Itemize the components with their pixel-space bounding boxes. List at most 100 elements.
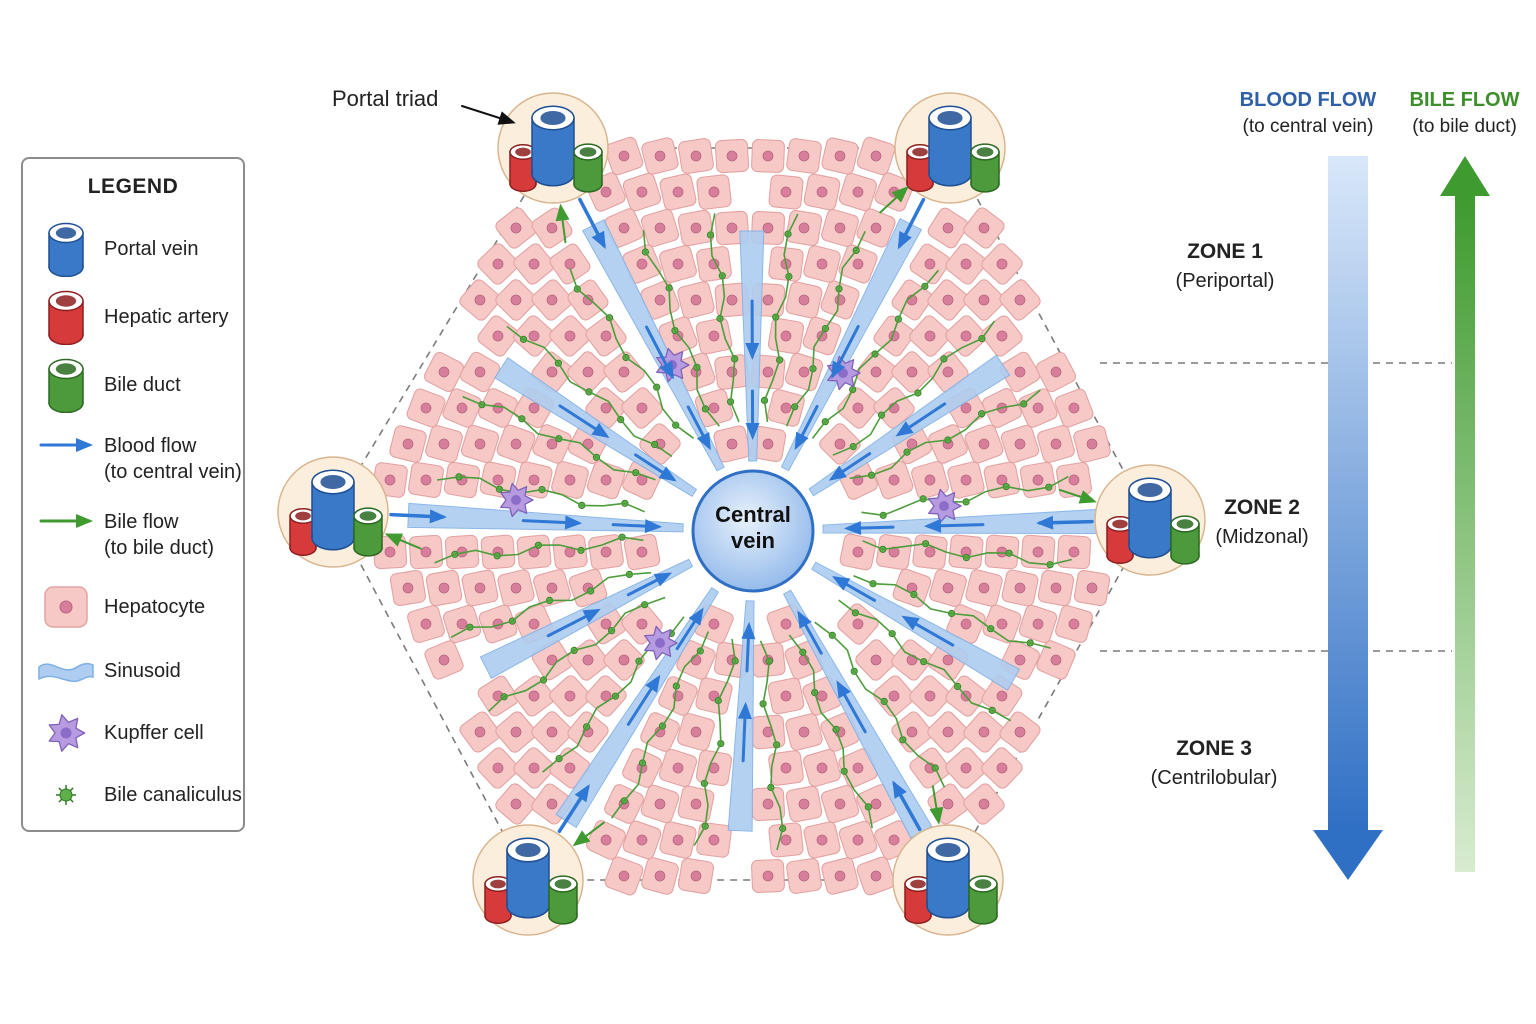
kupffer-cell-icon xyxy=(48,714,86,752)
hepatocyte xyxy=(425,425,463,463)
zone-divider-lines xyxy=(1100,362,1452,652)
hepatocyte xyxy=(983,461,1021,499)
hepatocyte xyxy=(622,820,662,860)
hepatocyte xyxy=(621,387,663,429)
hepatocyte-icon xyxy=(44,586,88,628)
portal-inflow-arrow xyxy=(389,509,447,524)
blood-flow-arrow xyxy=(558,404,610,438)
blood-flow-label: BLOOD FLOW (to central vein) xyxy=(1228,89,1388,138)
hepatocyte xyxy=(785,281,823,319)
hepatocyte xyxy=(856,856,896,896)
hepatocyte xyxy=(965,569,1003,607)
blood-flow-arrows xyxy=(521,299,985,763)
blood-flow-arrow xyxy=(634,453,677,482)
hepatocyte xyxy=(767,317,805,355)
hepatocyte xyxy=(963,711,1005,753)
bile-flow-subtitle: (to bile duct) xyxy=(1412,116,1517,137)
hepatocyte xyxy=(696,246,732,282)
hepatocyte xyxy=(948,534,984,570)
bile-duct xyxy=(548,875,578,925)
portal-triad xyxy=(277,456,447,568)
bile-duct-icon xyxy=(48,358,84,413)
hepatocyte xyxy=(480,534,516,570)
legend-item-blood-flow: Blood flow (to central vein) xyxy=(37,431,242,487)
zone-2-title: ZONE 2 xyxy=(1224,496,1300,519)
portal-triads xyxy=(277,92,1206,936)
hepatocyte xyxy=(803,821,841,859)
bile-duct xyxy=(353,507,383,557)
hepatocyte xyxy=(513,243,555,285)
hepatocyte xyxy=(603,351,645,393)
hepatocyte xyxy=(891,351,933,393)
bile-outflow-arrow xyxy=(572,821,605,847)
hepatocyte xyxy=(945,243,987,285)
hepatocyte xyxy=(1035,351,1077,393)
hepatocyte xyxy=(659,173,697,211)
hepatocyte xyxy=(549,243,591,285)
portal-triad-pointer xyxy=(461,105,516,125)
portal-vein xyxy=(311,469,355,551)
sinusoid-icon xyxy=(38,662,94,683)
hepatocyte xyxy=(713,425,751,463)
hepatocyte xyxy=(1018,604,1058,644)
hepatocyte xyxy=(513,675,555,717)
zone-3-label: ZONE 3 (Centrilobular) xyxy=(1124,737,1304,790)
hepatocyte xyxy=(586,460,626,500)
portal-triad xyxy=(879,92,1006,250)
bile-canaliculus xyxy=(849,389,1041,480)
hepatocyte-plates xyxy=(372,136,1111,896)
hepatocyte xyxy=(695,317,733,355)
portal-triad-pointer-arrow xyxy=(461,105,516,125)
legend-label-bile-flow: Bile flow (to bile duct) xyxy=(104,511,215,559)
zone-3-title: ZONE 3 xyxy=(1176,737,1252,760)
hepatocyte xyxy=(640,784,680,824)
hepatocyte xyxy=(784,352,824,392)
hepatocyte xyxy=(407,605,445,643)
portal-vein-icon xyxy=(48,222,84,277)
hepatocyte xyxy=(786,138,822,174)
hepatocyte xyxy=(1018,388,1058,428)
bile-canaliculus xyxy=(569,268,695,439)
portal-inflow-arrow xyxy=(892,780,922,832)
bile-canaliculus xyxy=(788,634,873,829)
bile-flow-arrow-icon xyxy=(39,514,93,528)
hepatocyte xyxy=(856,208,896,248)
flow-bars xyxy=(1313,156,1490,880)
bile-canaliculus xyxy=(450,571,652,639)
portal-inflow-arrow xyxy=(578,197,606,250)
hepatocyte xyxy=(659,245,697,283)
hepatocyte xyxy=(909,675,951,717)
hepatocyte xyxy=(641,857,679,895)
hepatocyte xyxy=(408,534,444,570)
bile-canaliculus xyxy=(811,269,940,439)
portal-inflow-arrow xyxy=(1036,515,1094,530)
blood-flow-subtitle: (to central vein) xyxy=(1242,116,1374,137)
bile-duct xyxy=(970,143,1000,193)
hepatocyte xyxy=(963,279,1005,321)
hepatocyte xyxy=(477,243,519,285)
legend-item-hepatic-artery: Hepatic artery xyxy=(37,289,242,345)
hepatocyte xyxy=(767,389,805,427)
portal-vein xyxy=(926,837,970,919)
hepatocyte xyxy=(531,279,573,321)
hepatocyte xyxy=(585,675,627,717)
hepatocyte xyxy=(909,315,951,357)
hepatocyte xyxy=(604,136,644,176)
portal-inflow-arrow xyxy=(557,784,590,834)
hepatocyte xyxy=(803,245,841,283)
hepatocyte xyxy=(677,281,715,319)
blood-flow-arrow xyxy=(895,402,947,437)
hepatocyte xyxy=(984,534,1020,570)
bile-canaliculus xyxy=(763,213,799,423)
blood-flow-arrow xyxy=(843,521,895,536)
hepatocyte xyxy=(1073,425,1111,463)
hepatocyte xyxy=(677,857,715,895)
blood-flow-arrow xyxy=(521,515,583,530)
hepatocyte xyxy=(479,461,517,499)
hepatocyte xyxy=(768,750,804,786)
hepatocyte xyxy=(551,461,589,499)
hepatocyte xyxy=(696,174,732,210)
legend-label-bile-canaliculus: Bile canaliculus xyxy=(104,784,242,806)
blood-flow-arrow xyxy=(626,674,661,726)
hepatocyte xyxy=(423,351,465,393)
